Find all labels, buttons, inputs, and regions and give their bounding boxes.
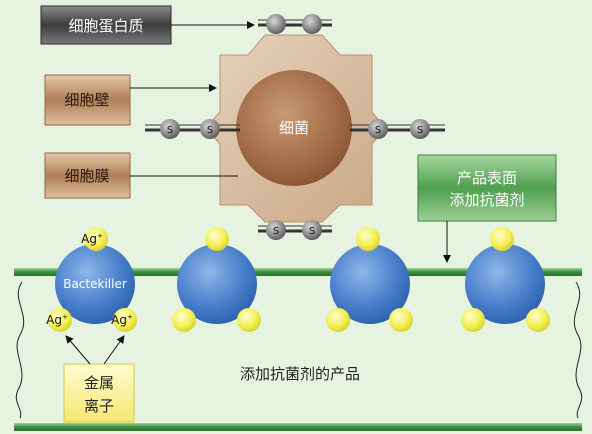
right-break-mark bbox=[573, 281, 583, 419]
ion-3-top bbox=[356, 227, 380, 251]
metal-ion-label-box bbox=[63, 363, 135, 423]
membrane-label-box bbox=[44, 152, 131, 199]
product-top-surface bbox=[14, 268, 582, 276]
cell-wall-label-box bbox=[44, 74, 131, 126]
bactekiller-label: Bactekiller bbox=[63, 277, 127, 291]
sulfur-left-1-label: S bbox=[167, 125, 173, 136]
ion-4-top bbox=[490, 227, 514, 251]
surface-label-line-1: 产品表面 bbox=[457, 169, 517, 187]
sulfur-bottom-2 bbox=[302, 220, 322, 240]
sulfur-right-1-label: S bbox=[375, 125, 381, 136]
membrane-label: 细胞膜 bbox=[64, 167, 109, 185]
surface-label-box bbox=[417, 154, 557, 222]
ion-1-right bbox=[113, 308, 137, 332]
ion-2-right bbox=[237, 308, 261, 332]
bactekiller-sphere-4 bbox=[465, 244, 545, 324]
sulfur-left-1 bbox=[160, 119, 180, 139]
ion-3-left bbox=[326, 308, 350, 332]
left-break-mark bbox=[15, 281, 25, 419]
sulfur-right-2-label: S bbox=[417, 125, 423, 136]
metal-arrow-right bbox=[103, 335, 125, 365]
bactekiller-sphere-1 bbox=[55, 244, 135, 324]
bacteria-core bbox=[236, 70, 352, 186]
metal-ion-label-line-1: 金属 bbox=[84, 374, 114, 392]
sulfur-bottom-1 bbox=[266, 220, 286, 240]
ion-2-left bbox=[172, 308, 196, 332]
product-bottom-surface bbox=[14, 423, 582, 431]
ion-1-top bbox=[84, 227, 108, 251]
bacteria-label: 细菌 bbox=[279, 119, 309, 137]
bactekiller-sphere-3 bbox=[330, 244, 410, 324]
sulfur-bottom-2-label: S bbox=[309, 226, 315, 237]
cell-wall-label: 细胞壁 bbox=[64, 91, 109, 109]
ion-1-left bbox=[48, 308, 72, 332]
sulfur-left-2-label: S bbox=[207, 125, 213, 136]
sulfur-right-2 bbox=[410, 119, 430, 139]
ion-4-right bbox=[526, 308, 550, 332]
bactekiller-sphere-2 bbox=[177, 244, 257, 324]
ag-label-right: Ag+ bbox=[111, 313, 133, 327]
ag-label-left: Ag+ bbox=[46, 313, 68, 327]
protein-sulfur-top-right bbox=[302, 14, 322, 34]
ion-4-left bbox=[461, 308, 485, 332]
metal-arrow-left bbox=[65, 335, 91, 365]
metal-ion-label-line-2: 离子 bbox=[84, 397, 114, 415]
sulfur-right-1 bbox=[368, 119, 388, 139]
ion-2-top bbox=[205, 227, 229, 251]
protein-label: 细胞蛋白质 bbox=[68, 17, 143, 35]
surface-label-line-2: 添加抗菌剂 bbox=[449, 191, 524, 209]
ion-3-right bbox=[389, 308, 413, 332]
ag-label-top: Ag+ bbox=[81, 232, 103, 246]
protein-label-box bbox=[40, 5, 172, 45]
protein-sulfur-top-left bbox=[266, 14, 286, 34]
product-label: 添加抗菌剂的产品 bbox=[240, 365, 360, 383]
sulfur-left-2 bbox=[200, 119, 220, 139]
sulfur-bottom-1-label: S bbox=[273, 226, 279, 237]
